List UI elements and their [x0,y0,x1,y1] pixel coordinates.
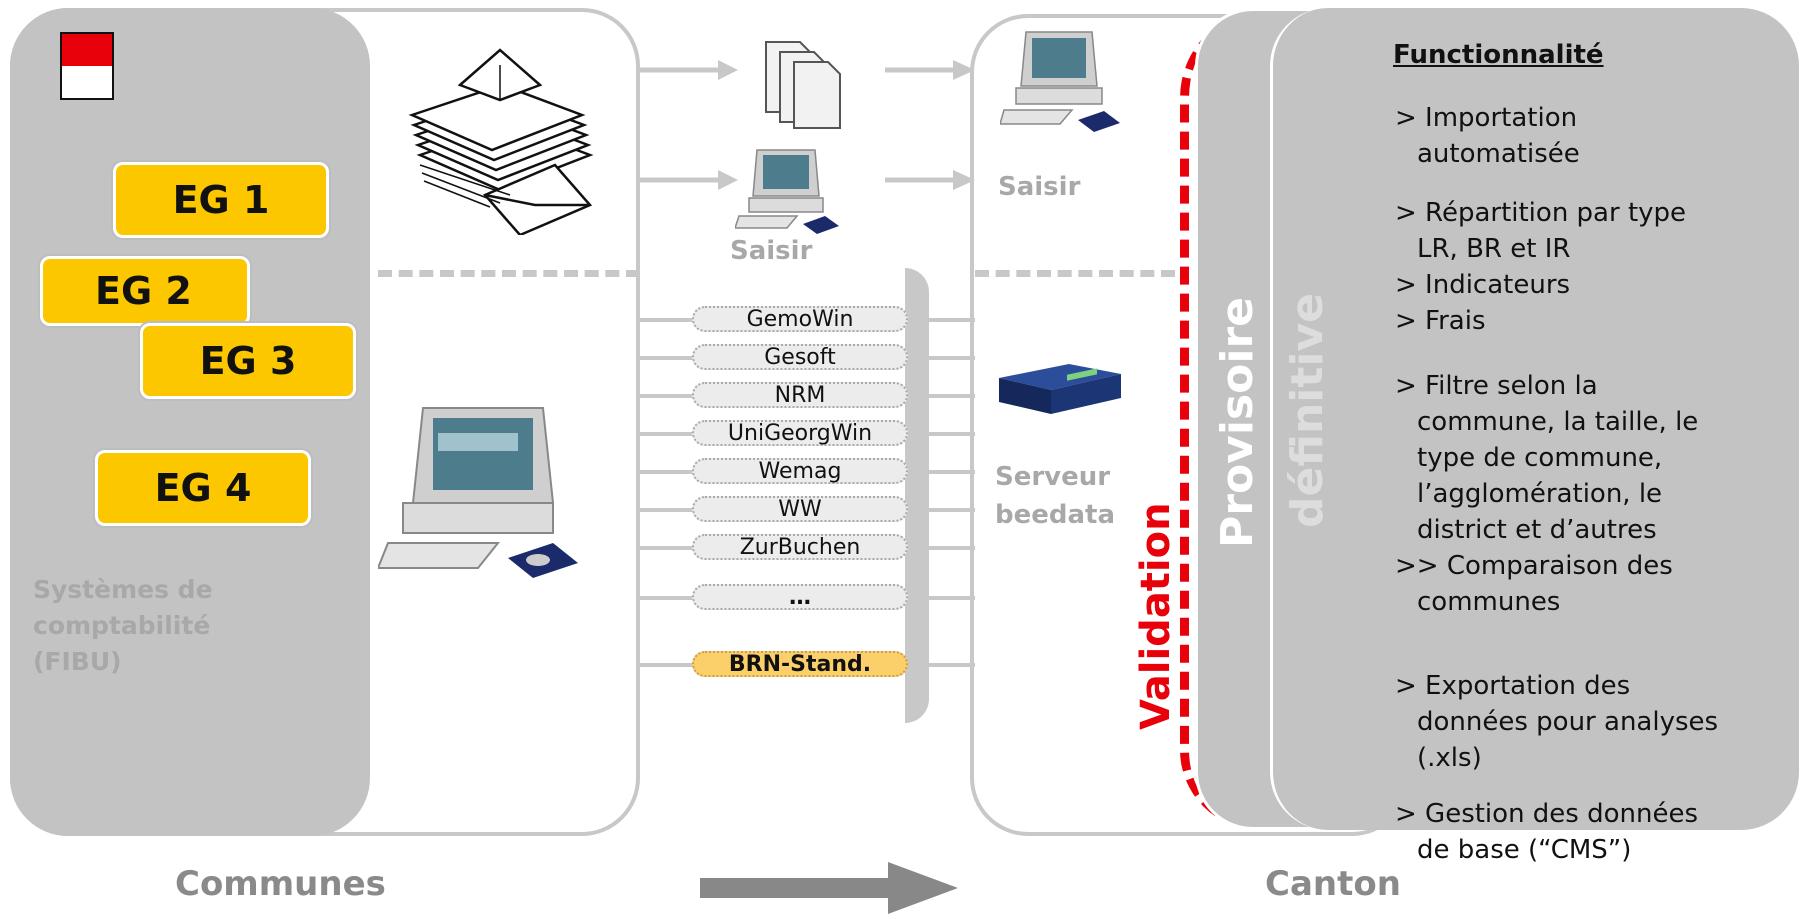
communes-label: Communes [175,864,386,904]
functionality-title: Functionnalité [1393,40,1604,70]
func-item-repartition: > Répartition par type LR, BR et IR > In… [1395,198,1687,336]
flag-icon [60,32,114,100]
software-gesoft: Gesoft [692,344,908,370]
canton-label: Canton [1265,864,1401,904]
eg-2-box: EG 2 [40,256,250,326]
func-item-import: > Importation automatisée [1395,103,1580,169]
mail-stack-icon [408,48,594,235]
interface-bracket [905,268,929,723]
server-label: Serveur beedata [995,462,1116,530]
saisir-right-label: Saisir [998,172,1081,202]
validation-label: Validation [1133,502,1179,730]
documents-icon [765,41,841,129]
validation-boundary [1180,8,1600,830]
computer-canton-icon [1000,31,1120,132]
computer-icon [378,407,578,578]
software-gemowin: GemoWin [692,306,908,332]
func-item-gestion: > Gestion des données de base (“CMS”) [1395,799,1699,865]
func-item-export: > Exportation des données pour analyses … [1395,671,1719,773]
software-nrm: NRM [692,382,908,408]
separator-right [975,270,1175,277]
software-more: … [692,584,908,610]
software-wemag: Wemag [692,458,908,484]
fibu-panel [10,8,370,836]
saisir-middle-label: Saisir [730,236,813,266]
fibu-label: Systèmes de comptabilité (FIBU) [33,575,213,676]
software-ww: WW [692,496,908,522]
flow-arrows [640,60,975,190]
eg-3-box: EG 3 [140,323,356,399]
software-zurbuchen: ZurBuchen [692,534,908,560]
eg-4-box: EG 4 [95,450,311,526]
provisoire-label: Provisoire [1212,297,1263,548]
func-item-filtre: > Filtre selon la commune, la taille, le… [1395,371,1699,617]
software-brn-standard: BRN-Stand. [692,651,908,677]
definitive-panel [1270,8,1799,830]
separator-left [378,270,640,277]
eg-1-box: EG 1 [113,162,329,238]
computer-small-icon [735,149,839,234]
software-unigeorgwin: UniGeorgWin [692,420,908,446]
server-icon [999,364,1121,414]
definitive-label: définitive [1282,293,1333,528]
main-flow-arrow [700,862,958,914]
